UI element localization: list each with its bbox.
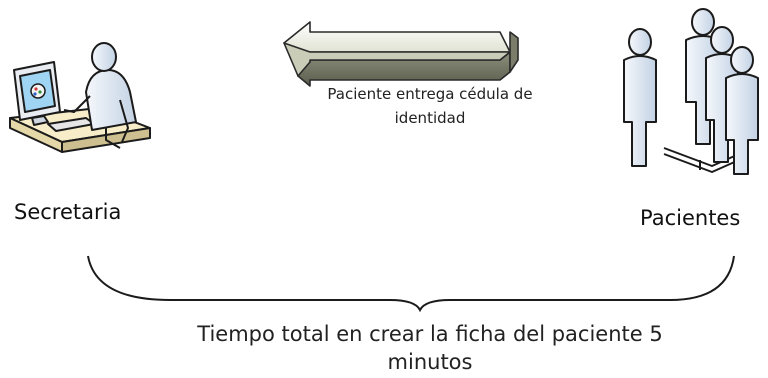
secretary-at-computer-icon: [9, 42, 151, 153]
arrow-caption-line2: identidad: [394, 109, 466, 127]
patients-queue-icon: [623, 8, 759, 175]
arrow-caption: Paciente entrega cédula de identidad: [295, 82, 565, 130]
left-arrow-icon: [283, 21, 519, 87]
patient-figure: [725, 46, 759, 175]
total-time-line1: Tiempo total en crear la ficha del pacie…: [197, 322, 663, 346]
total-time-line2: minutos: [387, 350, 473, 374]
secretary-label: Secretaria: [14, 200, 122, 224]
arrow-caption-line1: Paciente entrega cédula de: [327, 85, 533, 103]
total-time-caption: Tiempo total en crear la ficha del pacie…: [140, 320, 720, 376]
patient-figure: [623, 28, 657, 167]
patients-label: Pacientes: [640, 206, 741, 230]
bottom-brace-icon: [87, 255, 735, 313]
